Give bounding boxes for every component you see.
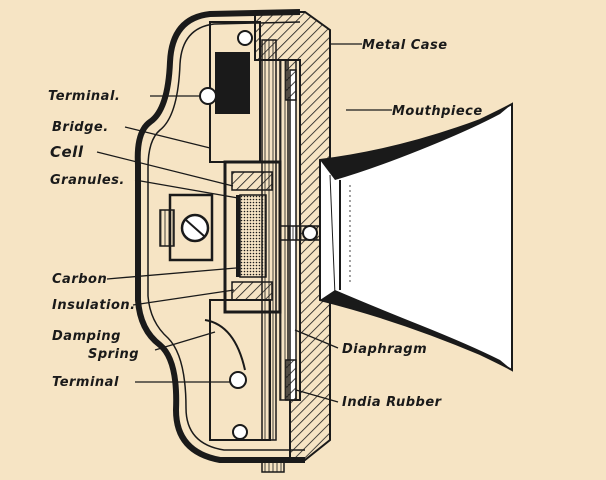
label-metal-case: Metal Case [362, 38, 448, 53]
damping-spring [204, 319, 246, 371]
label-spring: Spring [88, 347, 139, 362]
terminal-top-part [199, 30, 253, 114]
label-terminal-top: Terminal. [48, 89, 120, 104]
label-diaphragm: Diaphragm [342, 342, 427, 357]
label-india-rubber: India Rubber [342, 395, 443, 410]
bridge-part [159, 193, 214, 262]
mouthpiece-horn [319, 102, 513, 372]
terminal-bottom-part [229, 371, 248, 440]
label-cell: Cell [50, 143, 84, 161]
metal-case [134, 9, 331, 473]
label-terminal-bottom: Terminal [52, 375, 119, 390]
center-screw [279, 225, 321, 241]
label-carbon: Carbon [52, 272, 107, 287]
leader-lines [96, 43, 392, 403]
label-damping: Damping [52, 329, 121, 344]
label-insulation: Insulation. [52, 298, 136, 313]
label-granules: Granules. [50, 173, 125, 188]
label-mouthpiece: Mouthpiece [392, 104, 483, 119]
label-bridge: Bridge. [52, 120, 109, 135]
